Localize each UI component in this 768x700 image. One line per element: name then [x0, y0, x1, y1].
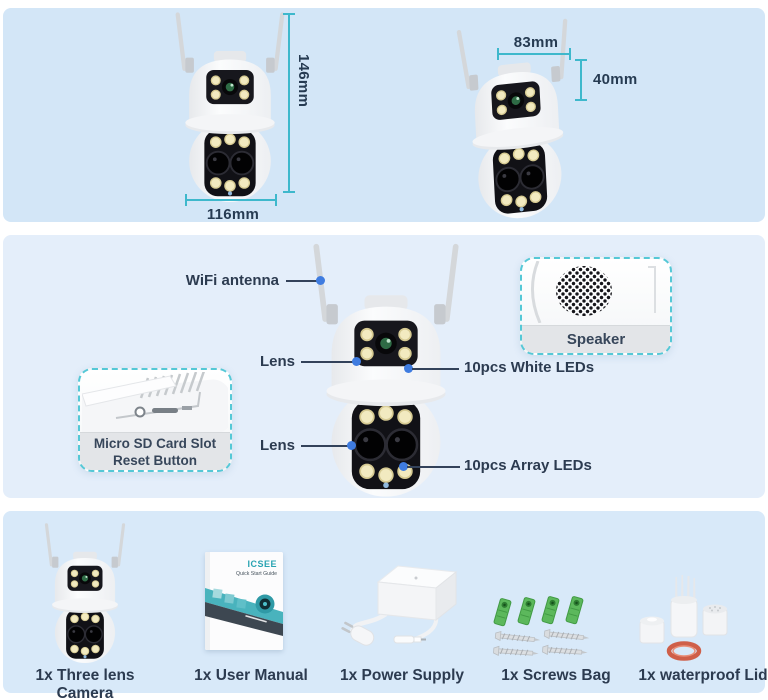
user-manual-illustration: ICSEE Quick Start Guide [205, 552, 283, 650]
width-dimension-line [185, 194, 277, 206]
sd-slot-illustration [82, 372, 228, 434]
waterproof-lid-illustration [639, 575, 728, 661]
package-item-label-power: 1x Power Supply [339, 667, 465, 684]
height-dimension-line [283, 13, 295, 193]
speaker-holes [556, 266, 612, 316]
package-item-label-screws: 1x Screws Bag [501, 667, 611, 684]
package-item-label-manual: 1x User Manual [194, 667, 308, 684]
camera-front-illustration [173, 12, 287, 202]
sd-inset-line1: Micro SD Card Slot [93, 435, 217, 451]
array-leds-callout-dot [399, 462, 408, 471]
sd-inset-line2: Reset Button [113, 452, 197, 468]
wifi-antenna-callout-dot [316, 276, 325, 285]
top-width-dimension-label: 83mm [513, 34, 559, 51]
camera-callout-illustration [310, 241, 462, 499]
package-camera-illustration [41, 523, 129, 663]
white-leds-callout-line [412, 368, 459, 370]
features-panel: WiFi antenna Lens Lens 10pcs White LEDs … [3, 235, 765, 498]
package-item-label-camera: 1x Three lens Camera [35, 667, 135, 700]
white-leds-label: 10pcs White LEDs [464, 359, 595, 376]
speaker-label: Speaker [566, 331, 626, 348]
manual-subtitle-text: Quick Start Guide [236, 571, 277, 577]
screws-illustration [493, 596, 590, 656]
power-supply-illustration [341, 565, 458, 646]
wifi-antenna-callout-line [286, 280, 318, 282]
bottom-lens-callout-line [301, 445, 351, 447]
array-leds-label: 10pcs Array LEDs [464, 457, 592, 474]
package-panel: ICSEE Quick Start Guide [3, 511, 768, 700]
top-lens-callout-line [301, 361, 356, 363]
speaker-inset: Speaker [520, 257, 672, 355]
bottom-lens-callout-dot [347, 441, 356, 450]
dimensions-panel: 146mm 116mm 83mm 40mm [3, 8, 765, 222]
top-lens-callout-dot [352, 357, 361, 366]
height-dimension-label: 146mm [295, 54, 312, 108]
wifi-antenna-label: WiFi antenna [185, 272, 279, 289]
bottom-lens-label: Lens [259, 437, 295, 454]
depth-dimension-label: 40mm [593, 71, 638, 88]
package-item-label-lid: 1x waterproof Lid [638, 667, 768, 684]
top-lens-label: Lens [259, 353, 295, 370]
width-dimension-label: 116mm [206, 206, 260, 223]
depth-dimension-line [575, 59, 587, 101]
top-width-dimension-line [497, 48, 571, 60]
array-leds-callout-line [407, 466, 460, 468]
sd-card-inset: Micro SD Card Slot Reset Button [78, 368, 232, 472]
white-leds-callout-dot [404, 364, 413, 373]
speaker-housing-illustration [530, 261, 656, 323]
manual-brand-text: ICSEE [247, 559, 277, 569]
